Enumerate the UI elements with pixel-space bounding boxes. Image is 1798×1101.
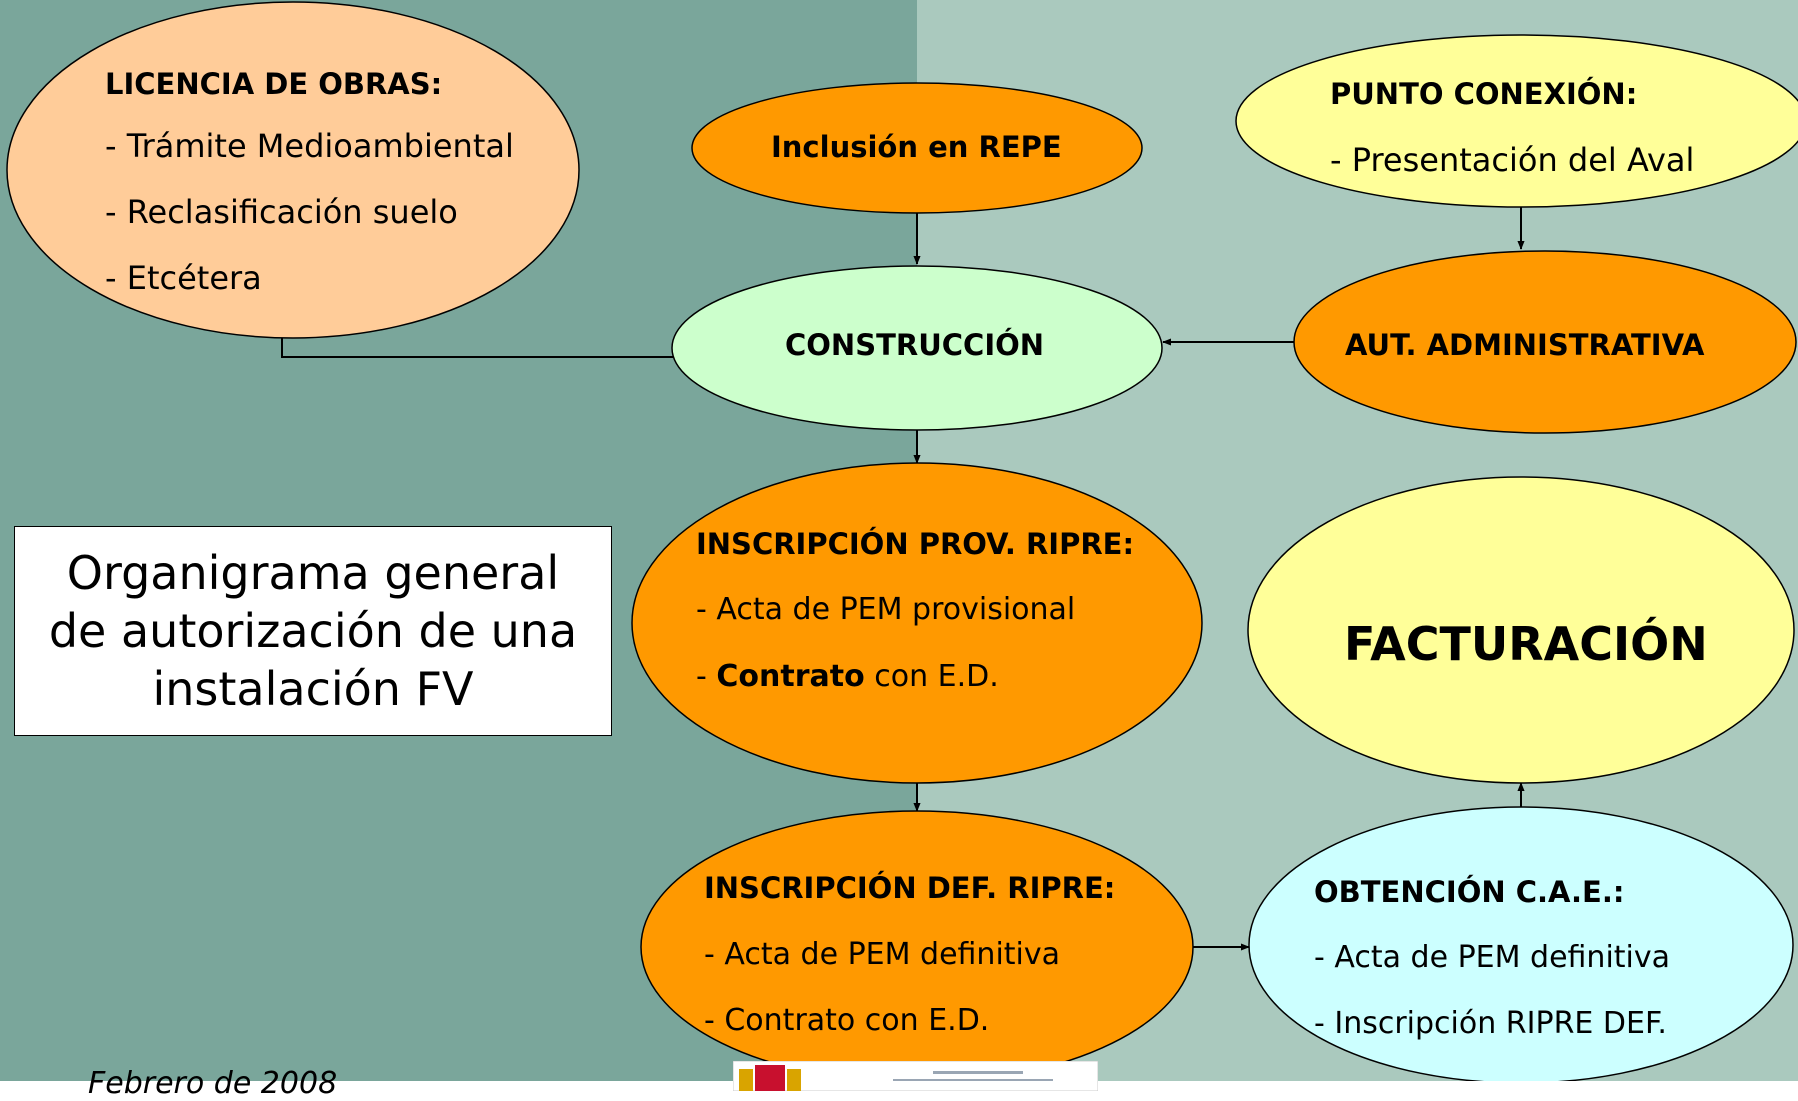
ministry-emblem-logo [733, 1061, 1098, 1091]
aut-node [1293, 250, 1797, 434]
licencia-title: LICENCIA DE OBRAS: [105, 67, 443, 101]
arrow-licencia-to-construccion [281, 338, 689, 361]
cae-node [1248, 806, 1794, 1081]
prov-item-2: - Contrato con E.D. [696, 662, 999, 692]
prov-item-2-prefix: - [696, 659, 717, 694]
punto-title: PUNTO CONEXIÓN: [1330, 77, 1638, 111]
licencia-item-3: - Etcétera [105, 259, 262, 297]
aut-title: AUT. ADMINISTRATIVA [1345, 328, 1705, 362]
organigrama-line-3: instalación FV [152, 662, 474, 716]
construccion-node [671, 265, 1163, 431]
def-item-2: - Contrato con E.D. [704, 1003, 990, 1038]
organigrama-box: Organigrama general de autorización de u… [14, 526, 612, 736]
repe-node [691, 82, 1143, 214]
cae-title: OBTENCIÓN C.A.E.: [1314, 875, 1625, 909]
cae-item-2: - Inscripción RIPRE DEF. [1314, 1006, 1667, 1041]
licencia-item-1: - Trámite Medioambiental [105, 127, 514, 165]
prov-item-2-rest: con E.D. [864, 659, 999, 694]
def-item-1: - Acta de PEM definitiva [704, 937, 1061, 972]
footer-date: Febrero de 2008 [88, 1066, 338, 1101]
organigrama-line-2: de autorización de una [48, 604, 578, 658]
punto-item-1: - Presentación del Aval [1330, 141, 1695, 179]
prov-item-2-bold: Contrato [716, 659, 865, 694]
facturacion-title: FACTURACIÓN [1344, 617, 1708, 671]
cae-item-1: - Acta de PEM definitiva [1314, 940, 1671, 975]
licencia-item-2: - Reclasificación suelo [105, 193, 458, 231]
construccion-title: CONSTRUCCIÓN [785, 328, 1045, 362]
facturacion-node [1247, 476, 1795, 784]
punto-node [1235, 34, 1798, 208]
def-title: INSCRIPCIÓN DEF. RIPRE: [704, 871, 1116, 905]
prov-title: INSCRIPCIÓN PROV. RIPRE: [696, 527, 1135, 561]
prov-node [631, 462, 1203, 784]
licencia-node [6, 1, 580, 339]
def-node [640, 810, 1194, 1081]
organigrama-line-1: Organigrama general [66, 546, 560, 600]
prov-item-1: - Acta de PEM provisional [696, 592, 1076, 627]
repe-title: Inclusión en REPE [771, 130, 1062, 164]
